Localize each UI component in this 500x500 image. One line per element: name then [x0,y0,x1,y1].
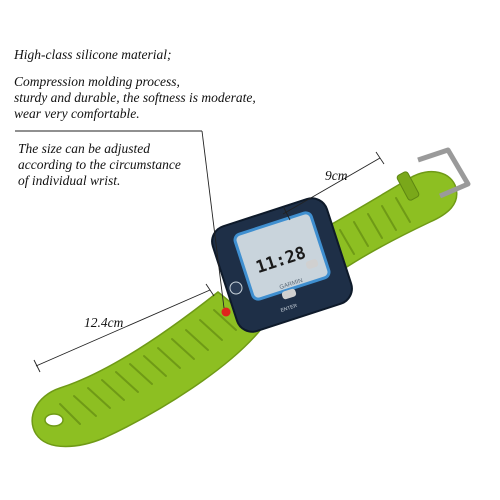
watch-side-button [281,288,297,300]
watch-screen [233,211,331,301]
strap-end-hole [44,413,64,427]
strap-length-label: 9cm [325,168,348,183]
watch-side-button-2 [305,259,319,269]
watch-enter-label: ENTER [280,303,298,314]
lower-strap [31,291,264,448]
buckle-keeper [396,171,420,201]
feature-material: High-class silicone material; [14,47,172,62]
lower-strap-grooves [59,309,237,425]
watch-button-icon [229,281,243,295]
red-dot-marker [221,307,231,317]
feature-process: Compression molding process, sturdy and … [14,74,256,121]
upper-strap-grooves [325,197,411,263]
band-length-label: 12.4cm [84,315,124,330]
buckle [417,147,471,199]
dimension-lines [15,130,385,373]
feature-size-note: The size can be adjusted according to th… [18,141,181,188]
